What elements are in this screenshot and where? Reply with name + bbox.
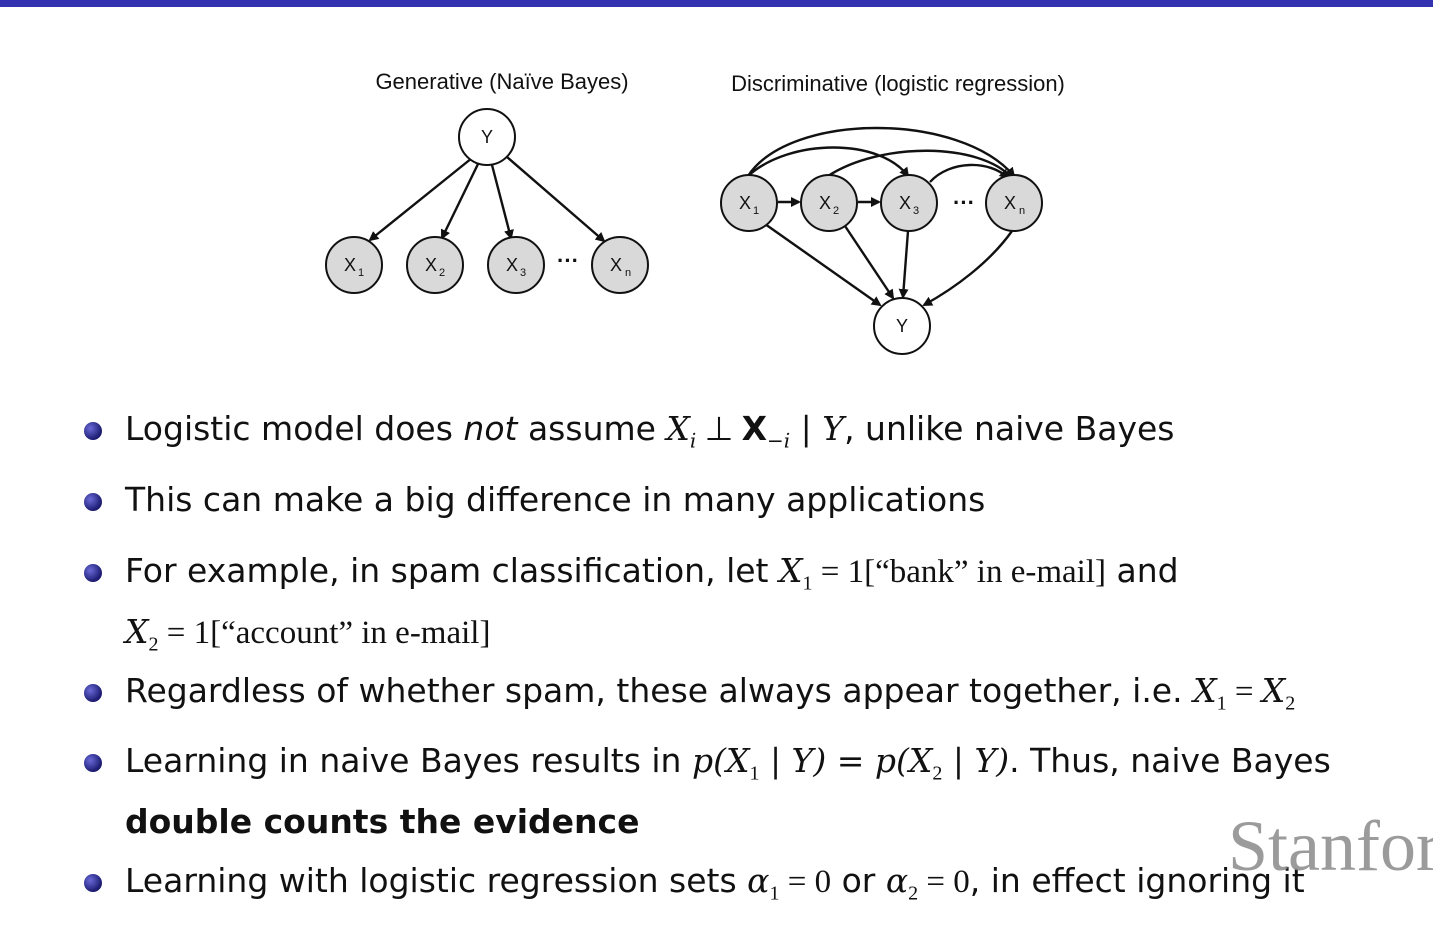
svg-text:X: X [1004, 193, 1016, 213]
svg-text:X: X [739, 193, 751, 213]
svg-text:3: 3 [913, 205, 919, 217]
disc-node-x3: X 3 [880, 174, 938, 232]
svg-text:X: X [819, 193, 831, 213]
svg-text:3: 3 [520, 267, 526, 279]
svg-text:X: X [506, 255, 518, 275]
stanford-watermark: Stanfor [1228, 806, 1433, 886]
bullet-dot-icon [84, 422, 102, 440]
discriminative-edges [746, 126, 1016, 307]
svg-text:X: X [344, 255, 356, 275]
disc-node-x1: X 1 [720, 174, 778, 232]
top-accent-bar [0, 0, 1433, 7]
disc-node-x2: X 2 [800, 174, 858, 232]
svg-text:1: 1 [753, 205, 759, 217]
generative-title: Generative (Naïve Bayes) [375, 69, 628, 94]
bullet-dot-icon [84, 493, 102, 511]
bullet-dot-icon [84, 684, 102, 702]
bullet-dot-icon [84, 874, 102, 892]
svg-text:X: X [610, 255, 622, 275]
discriminative-title: Discriminative (logistic regression) [731, 71, 1065, 96]
gen-node-y: Y [458, 108, 516, 166]
disc-node-xn: X n [985, 174, 1043, 232]
svg-text:1: 1 [358, 267, 364, 279]
gen-ellipsis: ··· [557, 248, 579, 273]
gen-node-x3: X 3 [487, 236, 545, 294]
svg-text:2: 2 [833, 205, 839, 217]
graphical-models-diagram: Generative (Naïve Bayes) Y X 1 X 2 X 3 ·… [325, 69, 1065, 355]
bullet-dot-icon [84, 564, 102, 582]
generative-edges [368, 156, 606, 243]
svg-text:X: X [425, 255, 437, 275]
svg-text:Y: Y [896, 316, 908, 336]
svg-text:n: n [1019, 205, 1025, 217]
gen-node-x2: X 2 [406, 236, 464, 294]
disc-node-y: Y [873, 297, 931, 355]
svg-text:Y: Y [481, 127, 493, 147]
gen-node-xn: X n [591, 236, 649, 294]
disc-ellipsis: ··· [953, 190, 975, 215]
gen-node-x1: X 1 [325, 236, 383, 294]
svg-text:n: n [625, 267, 631, 279]
bullet-dot-icon [84, 754, 102, 772]
svg-text:2: 2 [439, 267, 445, 279]
svg-text:X: X [899, 193, 911, 213]
